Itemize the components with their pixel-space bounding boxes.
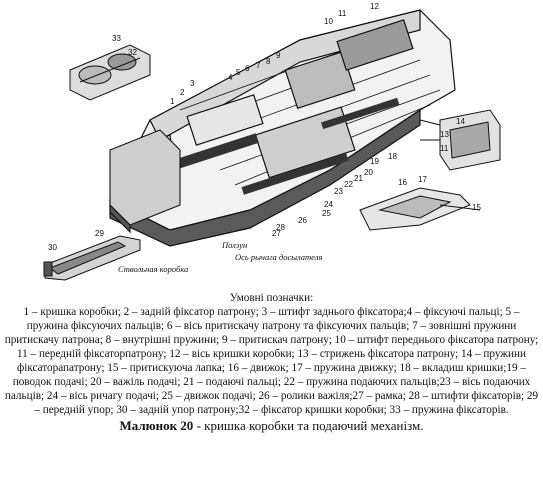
label-13: 13 <box>440 130 449 139</box>
label-27: 27 <box>272 229 281 238</box>
legend-title: Умовні позначки: <box>229 292 314 304</box>
label-17: 17 <box>418 175 427 184</box>
technical-drawing: 33 32 12 11 10 9 8 7 6 5 4 3 2 1 14 13 1… <box>43 2 501 281</box>
label-2: 2 <box>180 88 185 97</box>
label-1: 1 <box>170 97 175 106</box>
part-number-labels: 33 32 12 11 10 9 8 7 6 5 4 3 2 1 14 13 1… <box>48 2 481 252</box>
label-11b: 11 <box>440 144 449 153</box>
pusher-slider-part <box>359 187 481 231</box>
label-6: 6 <box>245 64 250 73</box>
figure-title: Малюнок 20 - кришка коробки та подаючий … <box>0 418 543 434</box>
label-23: 23 <box>334 187 343 196</box>
label-8: 8 <box>266 57 271 66</box>
label-9: 9 <box>276 51 281 60</box>
label-10: 10 <box>324 17 333 26</box>
label-12: 12 <box>370 2 379 11</box>
label-15: 15 <box>472 203 481 212</box>
figure-title-text: - кришка коробки та подаючий механізм. <box>193 418 424 433</box>
feed-stop-bar <box>43 235 141 281</box>
figure-number: Малюнок 20 <box>119 418 194 433</box>
spring-fixator-part <box>69 44 151 101</box>
front-fixator-part <box>419 109 501 171</box>
label-30: 30 <box>48 243 57 252</box>
label-7: 7 <box>256 61 261 70</box>
label-19: 19 <box>370 157 379 166</box>
label-28: 28 <box>276 223 285 232</box>
label-11: 11 <box>338 9 347 18</box>
label-26: 26 <box>298 216 307 225</box>
label-polzun: Ползун <box>221 240 247 250</box>
exploded-view-svg: 33 32 12 11 10 9 8 7 6 5 4 3 2 1 14 13 1… <box>43 2 501 281</box>
label-14: 14 <box>456 117 465 126</box>
label-33: 33 <box>112 34 121 43</box>
figure-caption: Умовні позначки: 1 – кришка коробки; 2 –… <box>0 291 543 434</box>
label-21: 21 <box>354 174 363 183</box>
label-29: 29 <box>95 229 104 238</box>
legend-text: 1 – кришка коробки; 2 – задній фіксатор … <box>4 306 539 416</box>
label-5: 5 <box>236 68 241 77</box>
label-18: 18 <box>388 152 397 161</box>
label-16: 16 <box>398 178 407 187</box>
label-24: 24 <box>324 200 333 209</box>
slide-block <box>109 129 181 234</box>
label-3: 3 <box>190 79 195 88</box>
label-os-rychaga: Ось рычага досылателя <box>235 252 322 262</box>
label-stvolnaya: Ствольная коробка <box>118 264 188 274</box>
label-32: 32 <box>128 48 137 57</box>
label-20: 20 <box>364 168 373 177</box>
label-22: 22 <box>344 180 353 189</box>
label-4: 4 <box>228 73 233 82</box>
label-25: 25 <box>322 209 331 218</box>
